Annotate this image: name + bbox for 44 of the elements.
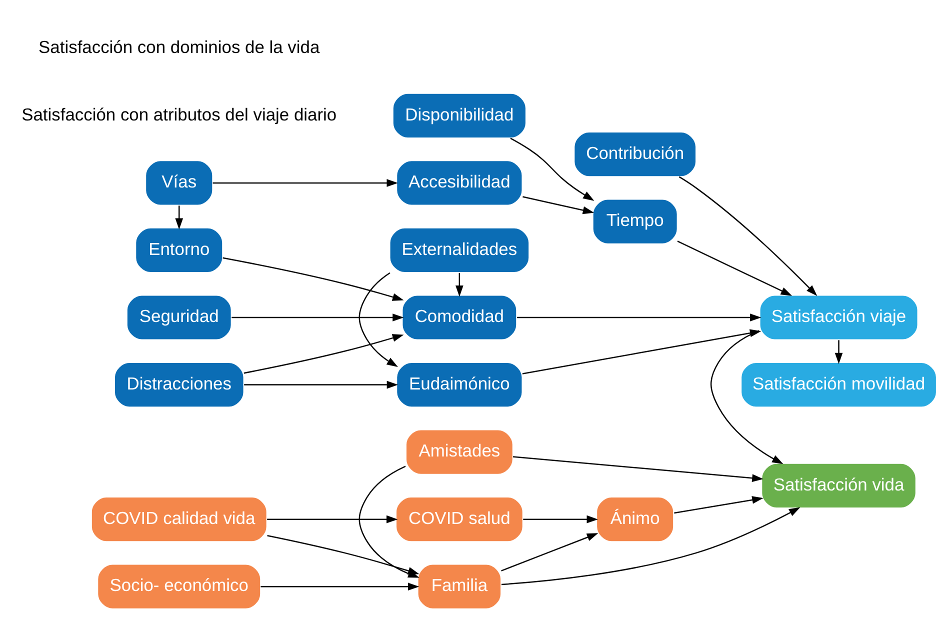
node-box: Satisfacción viaje [759,294,918,341]
node-box: Comodidad [402,294,518,341]
node-box: Amistades [405,429,514,476]
label: Satisfacción con atributos del viaje diario [22,104,337,124]
node-box: Disponibilidad [392,92,527,139]
arrow [456,272,464,297]
arrow [834,340,843,364]
arrow [501,507,800,586]
node-box: Externalidades [389,227,530,274]
node-box: Distracciones [114,362,245,408]
node-box: Satisfacción movilidad [740,362,938,408]
arrow [358,272,398,367]
arrow [244,380,398,389]
arrow [267,515,398,524]
arrow [267,535,420,575]
arrow [501,533,598,572]
arrow [510,138,594,201]
arrow [232,314,404,322]
arrow [517,314,762,322]
arrow [175,206,184,230]
node-box: Eudaimónico [396,362,523,408]
arrow [513,456,764,482]
arrow [260,582,420,591]
arrow [244,334,404,374]
node-box: Vías [144,160,214,206]
arrow [522,196,594,214]
arrow [677,240,792,296]
node-box: Contribución [573,131,697,178]
node-box: Satisfacción vida [760,462,917,509]
node-box: Familia [417,564,502,610]
node-box: Tiempo [592,198,678,245]
node-box: Socio- económico [96,564,262,610]
arrow [674,496,764,514]
node-box: Ánimo [596,496,674,542]
node-box: COVID calidad vida [90,496,268,542]
arrow [222,257,404,301]
arrow [212,179,398,187]
arrow [678,176,818,296]
node-box: Entorno [134,227,224,274]
node-box: Seguridad [126,294,232,341]
arrow [523,515,598,524]
label: Satisfacción con dominios de la vida [38,37,320,58]
node-box: Accesibilidad [396,160,523,206]
node-box: COVID salud [395,496,524,542]
